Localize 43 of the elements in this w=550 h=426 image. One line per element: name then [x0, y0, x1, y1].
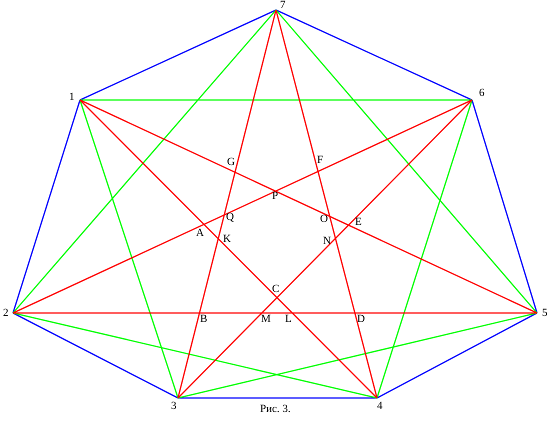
point-label: O	[320, 214, 328, 225]
figure-caption: Рис. 3.	[260, 404, 291, 415]
line-segment	[276, 10, 538, 314]
line-segment	[276, 9, 472, 101]
line-segment	[80, 99, 538, 314]
vertex-label: 3	[170, 401, 178, 412]
line-segment	[12, 312, 378, 399]
line-segment	[12, 99, 472, 314]
point-label: F	[317, 155, 324, 166]
vertex-label: 1	[68, 92, 76, 103]
vertex-label: 4	[376, 401, 384, 412]
line-segment	[12, 312, 178, 399]
line-segment	[177, 10, 277, 398]
vertex-label: 6	[478, 88, 486, 99]
line-segment	[12, 10, 276, 314]
line-segment	[80, 99, 472, 101]
point-label: K	[223, 234, 231, 245]
line-segment	[12, 100, 81, 314]
line-segment	[80, 100, 378, 398]
point-label: G	[227, 157, 235, 168]
point-label: B	[200, 314, 208, 325]
point-label: E	[355, 217, 362, 228]
vertex-label: 7	[279, 0, 286, 11]
line-segment	[178, 312, 538, 399]
line-segment	[79, 100, 179, 398]
line-segment	[376, 312, 538, 399]
point-label: D	[357, 314, 365, 325]
vertex-label: 5	[541, 308, 548, 319]
line-segment	[178, 100, 472, 398]
line-segment	[13, 312, 537, 314]
vertex-label: 2	[2, 308, 10, 319]
line-segment	[471, 100, 538, 314]
point-label: P	[272, 191, 278, 202]
point-label: M	[261, 314, 271, 325]
point-label: A	[196, 228, 204, 239]
line-segment	[376, 100, 473, 398]
point-label: L	[285, 314, 292, 325]
line-segment	[275, 10, 378, 398]
point-label: C	[272, 284, 280, 295]
point-label: Q	[226, 212, 234, 223]
point-label: N	[323, 236, 331, 247]
line-segment	[178, 397, 377, 399]
line-segment	[80, 9, 276, 101]
